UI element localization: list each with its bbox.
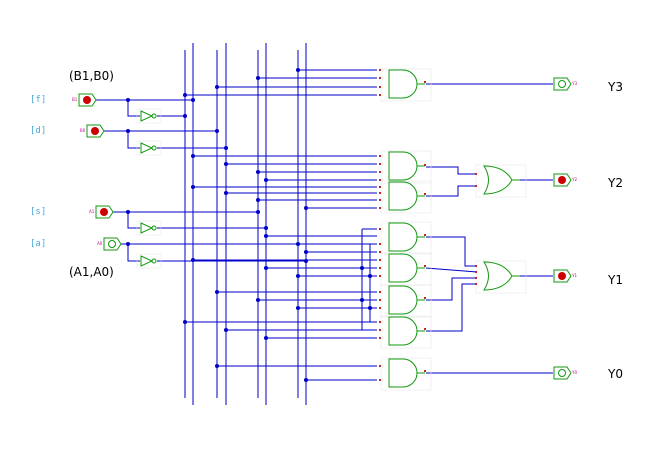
and-gate-y1-c[interactable] <box>380 284 432 318</box>
input-pin-label-b0: B0 <box>80 128 86 133</box>
input-switch-a0[interactable] <box>103 237 122 251</box>
input-pin-label-a0: A0 <box>97 241 103 246</box>
key-hint-a1: [s] <box>30 207 47 217</box>
and-gate-y3[interactable] <box>380 68 432 102</box>
and-gate-y1-a[interactable] <box>380 221 432 255</box>
key-hint-a0: [a] <box>30 239 47 249</box>
output-label-y0: Y0 <box>608 367 623 381</box>
output-label-y2: Y2 <box>608 176 623 190</box>
and-gate-y2-a[interactable] <box>380 150 432 184</box>
group-label-b: (B1,B0) <box>69 69 114 83</box>
or-gate-y1[interactable] <box>475 260 527 294</box>
input-switch-a1[interactable] <box>95 205 114 219</box>
and-gate-y1-b[interactable] <box>380 252 432 286</box>
input-switch-b0[interactable] <box>86 124 105 138</box>
output-led-y1 <box>553 269 572 283</box>
output-label-y1: Y1 <box>608 273 623 287</box>
input-switch-b1[interactable] <box>78 93 97 107</box>
output-led-y0 <box>553 366 572 380</box>
output-led-y3 <box>553 77 572 91</box>
group-label-a: (A1,A0) <box>69 265 114 279</box>
and-gate-y2-b[interactable] <box>380 180 432 214</box>
output-pin-label-y1: Y1 <box>572 273 577 278</box>
key-hint-b0: [d] <box>30 126 47 136</box>
output-pin-label-y2: Y2 <box>572 177 577 182</box>
wires <box>96 43 553 405</box>
or-gate-y2[interactable] <box>475 164 527 198</box>
and-gate-y0[interactable] <box>380 357 432 391</box>
output-pin-label-y0: Y0 <box>572 370 577 375</box>
input-pin-label-b1: B1 <box>72 97 78 102</box>
output-pin-label-y3: Y3 <box>572 81 577 86</box>
junctions <box>126 68 372 382</box>
and-gate-y1-d[interactable] <box>380 315 432 349</box>
key-hint-b1: [f] <box>30 95 47 105</box>
gate-pin-marks <box>379 69 477 381</box>
output-led-y2 <box>553 173 572 187</box>
output-label-y3: Y3 <box>608 80 623 94</box>
input-pin-label-a1: A1 <box>89 209 95 214</box>
